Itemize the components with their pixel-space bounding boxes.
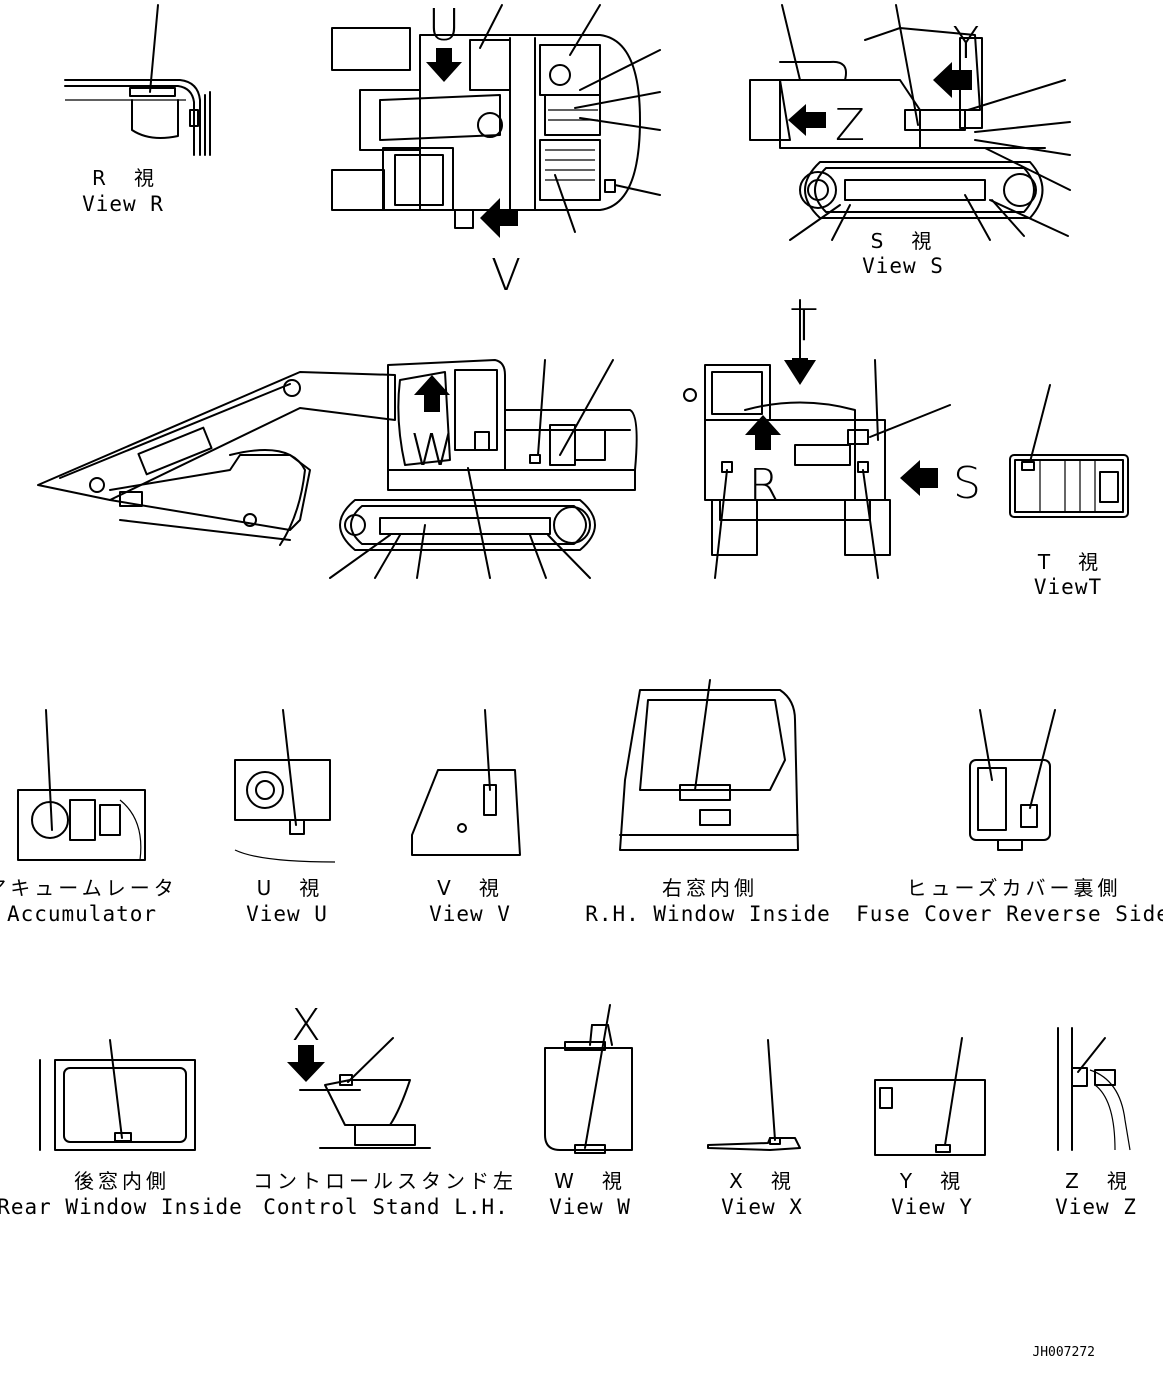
- letter-x: X: [291, 1000, 321, 1051]
- rh-window-en-label: R.H. Window Inside: [585, 902, 831, 926]
- rear-window-en-label: Rear Window Inside: [0, 1195, 243, 1219]
- view-v-en-label: View V: [429, 902, 511, 926]
- view-w-drawing: W 視 View W: [544, 1004, 633, 1219]
- letter-s: S: [953, 458, 981, 509]
- rh-window-jp-label: 右窓内側: [662, 876, 758, 900]
- fuse-cover-drawing: ヒューズカバー裏側 Fuse Cover Reverse Side: [856, 709, 1163, 926]
- view-u-drawing: U 視 View U: [234, 709, 336, 926]
- rear-window-drawing: 後窓内側 Rear Window Inside: [0, 1039, 243, 1219]
- view-s-drawing: Z Y S 視 View S: [749, 4, 1071, 278]
- view-w-jp-label: W 視: [554, 1169, 626, 1193]
- letter-z-main: Z: [835, 100, 865, 151]
- view-y-jp-label: Y 視: [899, 1169, 964, 1193]
- accumulator-drawing: アキュームレータ Accumulator: [0, 709, 178, 926]
- letter-r: R: [749, 460, 780, 511]
- accumulator-jp-label: アキュームレータ: [0, 876, 178, 900]
- view-y-en-label: View Y: [891, 1195, 973, 1219]
- view-r-drawing: R 視 View R: [64, 4, 211, 216]
- view-v-jp-label: V 視: [437, 876, 503, 900]
- view-y-drawing: Y 視 View Y: [874, 1037, 986, 1219]
- view-t-jp-label: T 視: [1037, 550, 1102, 574]
- view-w-en-label: View W: [549, 1195, 631, 1219]
- letter-t: T: [791, 300, 818, 351]
- view-z-drawing: Z 視 View Z: [1055, 1027, 1137, 1219]
- view-t-drawing: T 視 ViewT: [1009, 384, 1129, 599]
- view-r-en-label: View R: [82, 192, 164, 216]
- fuse-cover-jp-label: ヒューズカバー裏側: [907, 876, 1122, 900]
- view-z-jp-label: Z 視: [1065, 1169, 1131, 1193]
- rear-window-jp-label: 後窓内側: [74, 1169, 170, 1193]
- letter-u: U: [428, 0, 460, 51]
- view-r-jp-label: R 視: [92, 166, 158, 190]
- letter-y: Y: [953, 18, 980, 69]
- view-v-drawing: V 視 View V: [411, 709, 521, 926]
- accumulator-en-label: Accumulator: [7, 902, 157, 926]
- fuse-cover-en-label: Fuse Cover Reverse Side: [856, 902, 1163, 926]
- rear-view-drawing: T R S: [683, 299, 981, 579]
- control-stand-en-label: Control Stand L.H.: [263, 1195, 509, 1219]
- view-x-drawing: X 視 View X: [707, 1039, 803, 1219]
- view-u-en-label: View U: [246, 902, 328, 926]
- view-s-en-label: View S: [862, 254, 944, 278]
- view-x-jp-label: X 視: [729, 1169, 795, 1193]
- letter-w-main: W: [410, 425, 454, 476]
- letter-v: V: [491, 250, 521, 301]
- view-t-en-label: ViewT: [1034, 575, 1102, 599]
- rh-window-drawing: 右窓内側 R.H. Window Inside: [585, 679, 831, 926]
- view-x-en-label: View X: [721, 1195, 803, 1219]
- control-stand-jp-label: コントロールスタンド左: [253, 1169, 517, 1193]
- view-z-en-label: View Z: [1055, 1195, 1137, 1219]
- side-view-drawing: W: [37, 359, 638, 579]
- top-view-drawing: U V: [331, 0, 661, 301]
- drawing-code: JH007272: [1032, 1345, 1095, 1360]
- view-u-jp-label: U 視: [257, 876, 324, 900]
- control-stand-drawing: X コントロールスタンド左 Control Stand L.H.: [253, 1000, 517, 1219]
- view-s-jp-label: S 視: [871, 229, 936, 253]
